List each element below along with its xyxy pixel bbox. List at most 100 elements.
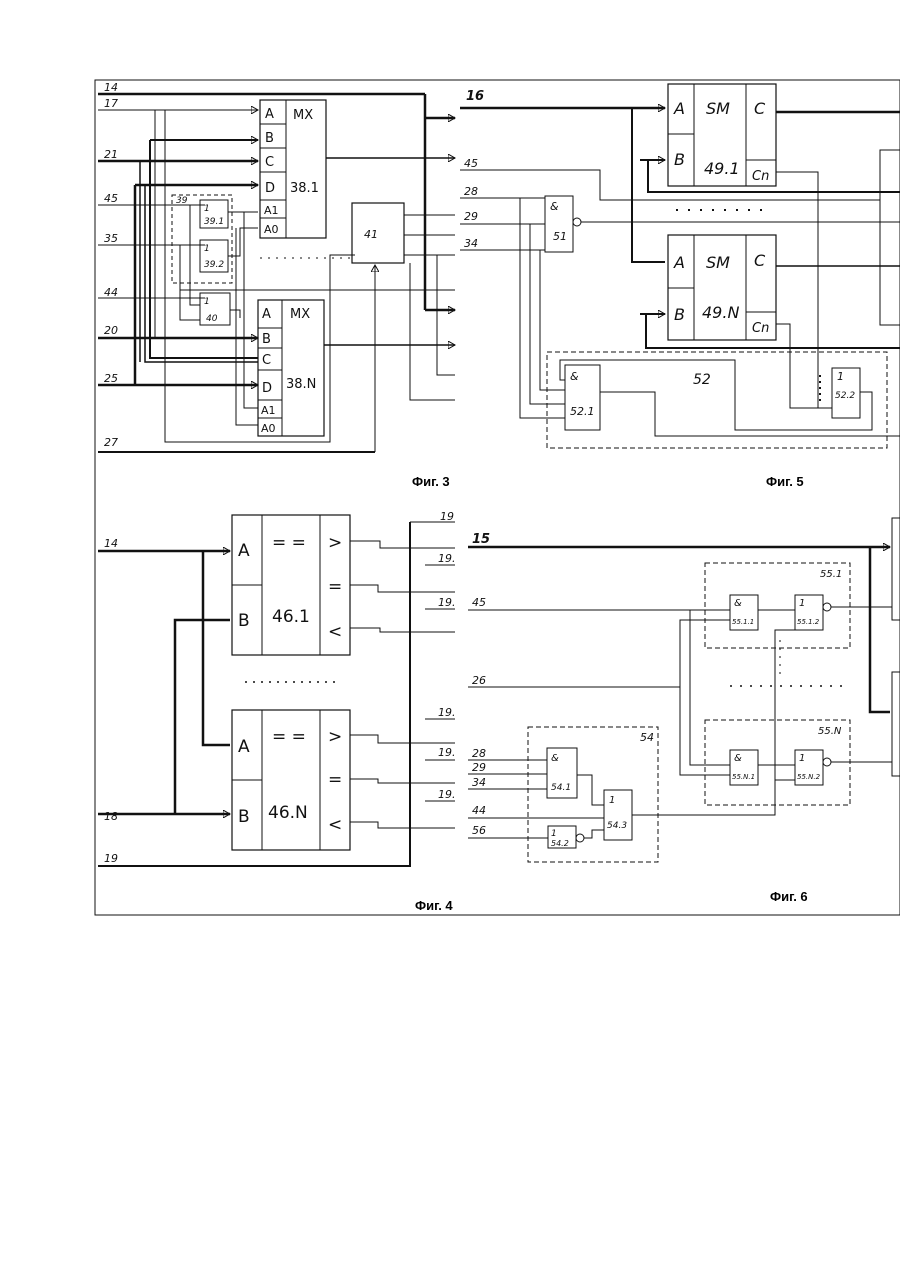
fig4-out-eq-n	[350, 779, 455, 783]
fig6-gate-54-3-id: 54.3	[607, 821, 627, 831]
fig3-input-17: 17	[104, 97, 118, 110]
fig6-gate-55-n-2-sym: 1	[799, 753, 805, 764]
fig5-adder-49-n-port-a: A	[673, 253, 685, 272]
fig4-output-3: 19.	[438, 596, 456, 609]
fig3-input-44: 44	[104, 286, 118, 299]
fig5-right-frame	[880, 150, 900, 325]
fig3-gate-39-2-id: 39.2	[204, 260, 224, 270]
fig5-adder-49-1-port-a: A	[673, 99, 685, 118]
fig6-gate-55-n-2-inverter	[823, 758, 831, 766]
fig3-gate-39-1-id: 39.1	[204, 217, 224, 227]
fig5-wire-45	[460, 170, 880, 200]
fig5-caption: Фиг. 5	[766, 474, 804, 489]
fig4-comparator-46-n-lt: <	[328, 815, 342, 835]
fig6-gate-54-2-inverter	[576, 834, 584, 842]
fig3-mux-38-1-port-d: D	[265, 181, 275, 196]
fig6-input-34: 34	[472, 776, 486, 789]
fig6-group-54-label: 54	[640, 731, 654, 744]
fig3-mux-38-1-id: 38.1	[290, 181, 319, 196]
fig6-input-29: 29	[472, 761, 486, 774]
fig6-gate-55-n-2-id: 55.N.2	[797, 773, 821, 781]
fig6-gate-54-1-id: 54.1	[551, 783, 571, 793]
fig3-input-35: 35	[104, 232, 118, 245]
fig5-gate-52-1-id: 52.1	[570, 405, 595, 418]
fig3-gate-40-id: 40	[206, 314, 218, 324]
fig6-input-44: 44	[472, 804, 486, 817]
fig3-mux-38-n-id: 38.N	[286, 377, 316, 392]
fig5-feedback-49-1	[648, 160, 900, 192]
fig3-mux-38-n-port-a: A	[262, 307, 271, 322]
fig6-gate-55-1-2-sym: 1	[799, 598, 805, 609]
fig4-comparator-46-1-port-a: A	[238, 541, 250, 561]
fig4-out-eq-1	[350, 585, 455, 592]
fig3-gate-39-2-sym: 1	[204, 244, 210, 254]
fig3-input-27: 27	[104, 436, 118, 449]
fig6-group-55-1-label: 55.1	[820, 569, 842, 580]
scan-background	[95, 80, 900, 915]
fig6-right-block-bottom	[892, 672, 900, 776]
fig3-mux-38-n-port-a1: A1	[261, 404, 276, 417]
fig4-comparator-46-n-port-b: B	[238, 807, 250, 827]
fig5-adder-49-n-id: 49.N	[702, 303, 739, 322]
fig6-input-45: 45	[472, 596, 486, 609]
fig4-comparator-46-1-gt: >	[328, 533, 342, 553]
fig5-adder-49-1-out-c: C	[754, 99, 766, 118]
fig5-gate-52-2-sym: 1	[837, 370, 844, 383]
fig4-out-gt-1	[350, 541, 455, 548]
fig3-wire-a1-bot	[244, 212, 258, 408]
fig6-right-block-top	[892, 518, 900, 620]
fig4-out-lt-n	[350, 822, 455, 828]
fig6-gate-55-1-1-sym: &	[734, 598, 742, 609]
fig6-wire-54-1-out	[577, 775, 604, 805]
fig4-input-14: 14	[104, 537, 118, 550]
fig5-adder-49-n-carry	[776, 324, 832, 408]
fig4-input-18: 18	[104, 810, 118, 823]
fig4-out-lt-1	[350, 628, 455, 632]
fig5-input-45: 45	[464, 157, 478, 170]
fig4-output-4: 19.	[438, 706, 456, 719]
fig5-wire-34-down	[540, 250, 565, 390]
fig3-mux-38-n-port-a0: A0	[261, 422, 276, 435]
fig6-gate-54-3-sym: 1	[609, 795, 615, 806]
fig3-input-20: 20	[104, 324, 118, 337]
fig4-output-1: 19	[440, 510, 454, 523]
fig3-mux-38-n-port-b: B	[262, 332, 271, 347]
fig4-bus-14-down	[203, 551, 230, 745]
fig6-input-15: 15	[472, 532, 490, 547]
fig6-gate-54-1-sym: &	[551, 753, 559, 764]
fig4-comparator-46-n-port-a: A	[238, 737, 250, 757]
fig6-wire-45-down	[690, 610, 730, 765]
fig5-gate-52-2-loop	[560, 360, 872, 430]
fig6-gate-55-1-1-id: 55.1.1	[732, 618, 754, 626]
fig3-mux-38-1-port-a1: A1	[264, 204, 279, 217]
fig3-group-39-label: 39	[176, 196, 188, 206]
fig6-input-56: 56	[472, 824, 486, 837]
fig6-bus-15-down	[870, 547, 890, 712]
fig3-wire-41-down2	[437, 255, 455, 375]
fig4-comparator-46-1-eq: =	[328, 577, 342, 597]
fig5-adder-49-n-title: SM	[706, 253, 730, 272]
fig4-comparator-46-1-port-b: B	[238, 611, 250, 631]
fig3-mux-38-1-title: MX	[293, 108, 313, 123]
fig4-caption: Фиг. 4	[415, 898, 453, 913]
fig4-comparator-46-1-id: 46.1	[272, 607, 310, 627]
fig3-input-14: 14	[104, 81, 118, 94]
figure-4: 14 18 19 A B = = 46.1 > = < A B = = 46.N…	[98, 510, 456, 913]
fig4-comparator-46-1-lt: <	[328, 622, 342, 642]
fig3-mux-38-n-port-c: C	[262, 353, 271, 368]
fig5-gate-51-sym: &	[550, 200, 559, 213]
fig5-adder-49-1-title: SM	[706, 99, 730, 118]
fig3-input-45: 45	[104, 192, 118, 205]
fig4-comparator-46-n-title: = =	[272, 727, 306, 747]
fig4-input-19: 19	[104, 852, 118, 865]
fig3-block-41	[352, 203, 404, 263]
fig5-adder-49-n-out-c: C	[754, 251, 766, 270]
fig5-gate-52-1-sym: &	[570, 370, 579, 383]
fig5-adder-49-1-id: 49.1	[704, 159, 740, 178]
fig6-wire-26	[468, 620, 730, 687]
fig6-gate-55-1-2-id: 55.1.2	[797, 618, 820, 626]
figure-3: 14 17 21 45 35 44 20 25 27 39	[98, 81, 455, 489]
fig6-gate-55-n-1-sym: &	[734, 753, 742, 764]
fig3-gate-40-sym: 1	[204, 297, 210, 307]
